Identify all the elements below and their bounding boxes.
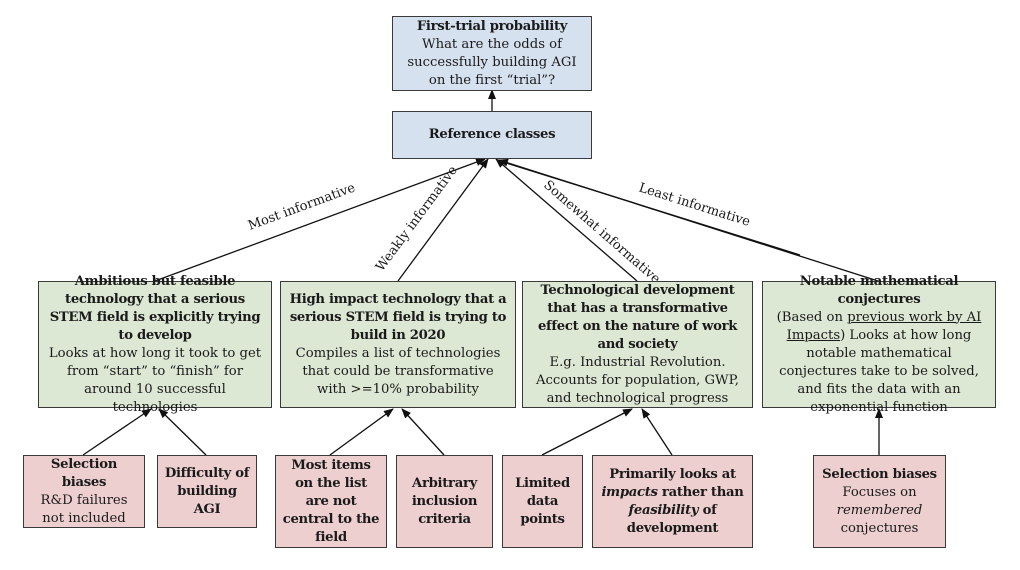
class-title: High impact technology that a serious ST… bbox=[289, 291, 507, 343]
arrow-class1-to-reference bbox=[154, 158, 486, 282]
text-part: of development bbox=[626, 502, 719, 536]
text-part: Focuses on bbox=[842, 484, 917, 500]
class-title: Notable mathematical conjectures bbox=[799, 273, 959, 307]
previous-work-link[interactable]: previous work by AI Impacts bbox=[786, 309, 982, 343]
text-part: Primarily looks at bbox=[609, 466, 736, 482]
arrow-caveat-arbitrary bbox=[401, 408, 445, 456]
edge-label-most-informative: Most informative bbox=[246, 180, 358, 233]
caveat-title: Difficulty of building AGI bbox=[164, 465, 250, 517]
edge-label-weakly-informative: Weakly informative bbox=[373, 163, 461, 274]
reference-classes-box: Reference classes bbox=[392, 111, 592, 159]
first-trial-probability-description: What are the odds of successfully buildi… bbox=[407, 36, 577, 88]
caveat-text: Arbitrary inclusion criteria bbox=[411, 475, 478, 527]
caveat-box-selection-biases-rd: Selection biases R&D failures not includ… bbox=[23, 455, 145, 528]
reference-classes-title: Reference classes bbox=[428, 127, 556, 142]
class-box-technological-development: Technological development that has a tra… bbox=[522, 281, 753, 408]
description-suffix: ) Looks at how long notable mathematical… bbox=[779, 327, 979, 415]
class-description: (Based on previous work by AI Impacts) L… bbox=[769, 309, 989, 417]
class-box-ambitious-technology: Ambitious but feasible technology that a… bbox=[38, 274, 272, 415]
caveat-description: Focuses on remembered conjectures bbox=[820, 484, 939, 538]
class-description: Compiles a list of technologies that cou… bbox=[295, 345, 501, 397]
arrow-caveat-selection-1 bbox=[82, 408, 152, 456]
caveat-box-arbitrary-inclusion: Arbitrary inclusion criteria bbox=[396, 455, 493, 548]
text-part: rather than bbox=[657, 484, 744, 500]
caveat-box-impacts-vs-feasibility: Primarily looks at impacts rather than f… bbox=[592, 455, 753, 548]
emphasis-feasibility: feasibility bbox=[628, 502, 699, 518]
class-description: Looks at how long it took to get from “s… bbox=[48, 345, 262, 415]
class-title: Technological development that has a tra… bbox=[537, 282, 738, 352]
class-box-mathematical-conjectures: Notable mathematical conjectures (Based … bbox=[762, 274, 996, 415]
class-description: E.g. Industrial Revolution. Accounts for… bbox=[535, 354, 739, 406]
caveat-text: Primarily looks at impacts rather than f… bbox=[599, 466, 746, 538]
emphasis-remembered: remembered bbox=[836, 502, 923, 518]
arrow-caveat-difficulty bbox=[158, 408, 207, 456]
caveat-text: Limited data points bbox=[515, 475, 570, 527]
caveat-title: Selection biases bbox=[822, 466, 937, 482]
first-trial-probability-title: First-trial probability bbox=[416, 18, 568, 34]
arrow-class4-to-reference-segment bbox=[498, 158, 879, 282]
class-title: Ambitious but feasible technology that a… bbox=[49, 273, 261, 343]
class-box-high-impact-technology: High impact technology that a serious ST… bbox=[280, 281, 516, 408]
emphasis-impacts: impacts bbox=[601, 484, 658, 500]
arrow-class3-to-reference bbox=[495, 158, 638, 282]
caveat-box-difficulty: Difficulty of building AGI bbox=[157, 455, 257, 528]
arrow-caveat-primarily bbox=[641, 408, 673, 456]
caveat-box-selection-biases-conjectures: Selection biases Focuses on remembered c… bbox=[813, 455, 946, 548]
arrow-caveat-limited bbox=[541, 408, 633, 456]
caveat-description: R&D failures not included bbox=[40, 492, 128, 526]
caveat-box-most-items: Most items on the list are not central t… bbox=[275, 455, 387, 548]
arrow-class2-to-reference bbox=[397, 158, 489, 282]
text-part: conjectures bbox=[840, 520, 919, 536]
description-prefix: (Based on bbox=[776, 309, 848, 325]
first-trial-probability-box: First-trial probability What are the odd… bbox=[392, 16, 592, 91]
caveat-title: Selection biases bbox=[50, 456, 118, 490]
caveat-box-limited-data: Limited data points bbox=[502, 455, 583, 548]
arrow-caveat-most-items bbox=[329, 408, 394, 456]
caveat-text: Most items on the list are not central t… bbox=[282, 457, 380, 545]
